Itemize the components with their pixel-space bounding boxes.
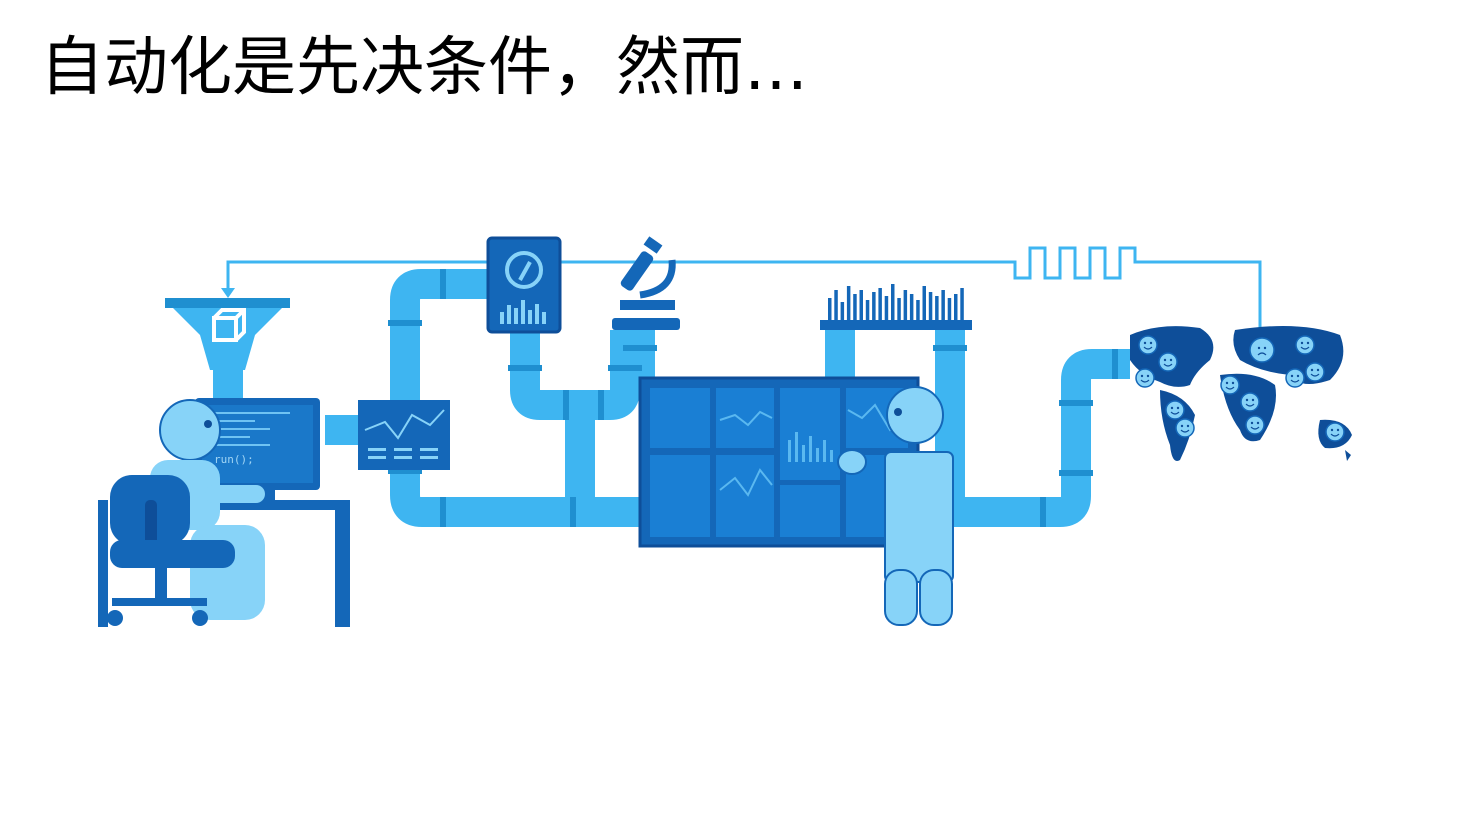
decorative-bar <box>840 302 845 320</box>
decorative-bar <box>853 294 857 320</box>
decorative-bar <box>909 294 914 320</box>
arrow-down-icon <box>221 288 235 298</box>
dashboard-screen <box>638 376 920 548</box>
smiley-icon <box>1165 400 1185 420</box>
build-chart-panel <box>358 400 450 470</box>
decorative-bar <box>891 284 895 320</box>
desk <box>215 500 350 627</box>
smiley-icon <box>1240 392 1260 412</box>
decorative-bar <box>922 286 926 320</box>
world-map-icon <box>1130 326 1352 461</box>
slide-title: 自动化是先决条件，然而… <box>40 31 808 105</box>
pipes <box>213 269 1130 527</box>
decorative-bar <box>903 290 908 320</box>
decorative-bar <box>916 300 920 320</box>
smiley-icon <box>1285 368 1305 388</box>
decorative-bar <box>897 298 901 320</box>
cube-icon <box>212 308 246 342</box>
smiley-icon <box>1295 335 1315 355</box>
decorative-bar <box>828 298 832 320</box>
decorative-bar <box>846 286 851 320</box>
smiley-icon <box>1305 362 1325 382</box>
funnel-icon <box>165 298 290 370</box>
bar-graph-stand <box>820 284 972 330</box>
gauge-panel <box>486 236 562 334</box>
office-chair <box>98 475 235 627</box>
operator-figure <box>837 386 954 626</box>
microscope-icon <box>612 236 680 330</box>
decorative-bar <box>960 288 964 320</box>
decorative-bar <box>947 298 952 320</box>
decorative-bar <box>935 296 939 320</box>
pipe-joints <box>388 269 1118 527</box>
user-faces <box>1135 335 1345 442</box>
decorative-bar <box>884 296 889 320</box>
sad-face-icon <box>1249 337 1275 363</box>
decorative-bar <box>834 290 838 320</box>
decorative-bar <box>859 290 863 320</box>
smiley-icon <box>1220 375 1240 395</box>
decorative-bar <box>865 300 870 320</box>
smiley-icon <box>1135 368 1155 388</box>
decorative-bar <box>928 292 933 320</box>
decorative-bar <box>878 288 882 320</box>
decorative-bar <box>941 290 945 320</box>
smiley-icon <box>1158 352 1178 372</box>
smiley-icon <box>1245 415 1265 435</box>
decorative-bar <box>954 294 958 320</box>
smiley-icon <box>1325 422 1345 442</box>
smiley-icon <box>1138 335 1158 355</box>
gauge-icon <box>505 251 543 289</box>
code-snippet: run(); <box>214 453 254 466</box>
decorative-bar <box>872 292 876 320</box>
feedback-line <box>221 246 1262 330</box>
smiley-icon <box>1175 418 1195 438</box>
